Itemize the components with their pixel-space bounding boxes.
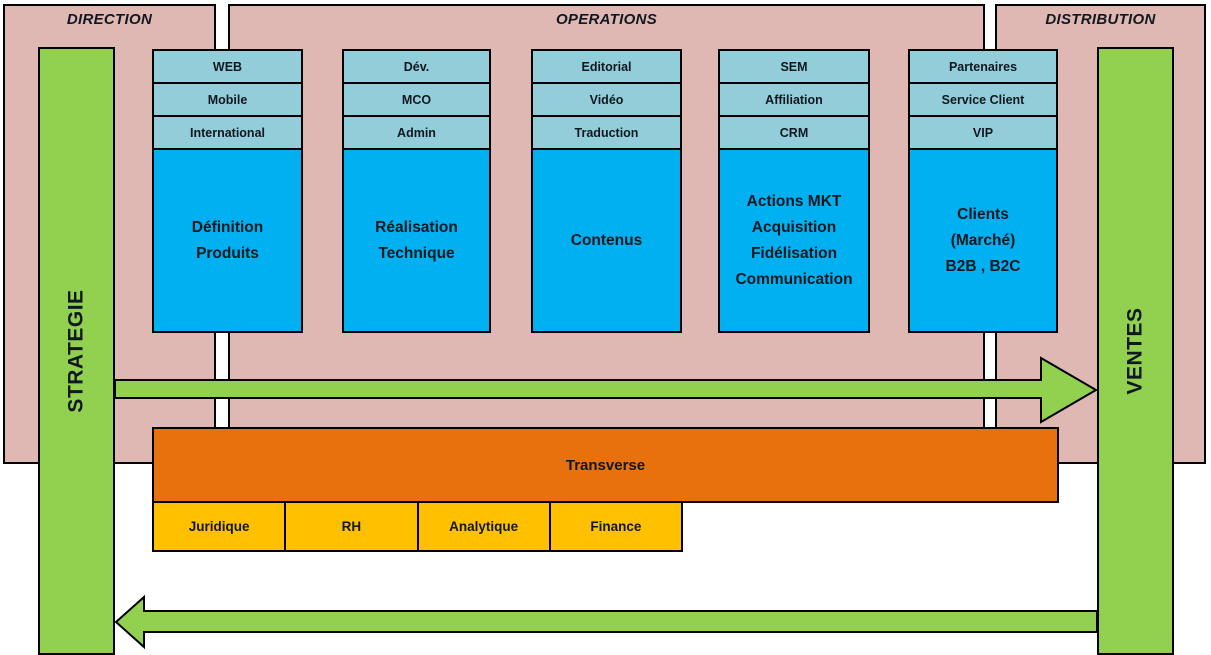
header-cell: Editorial — [531, 49, 682, 84]
header-cell: Dév. — [342, 49, 491, 84]
transverse-item-finance: Finance — [548, 501, 683, 552]
column-contenus: Editorial Vidéo Traduction Contenus — [531, 49, 682, 333]
left-flow-arrow — [114, 594, 1098, 650]
header-cell: CRM — [718, 115, 870, 150]
transverse-items-row: Juridique RH Analytique Finance — [152, 501, 683, 552]
transverse-bar: Transverse — [152, 427, 1059, 503]
header-cell: Traduction — [531, 115, 682, 150]
column-body: Contenus — [531, 148, 682, 333]
header-cell: Vidéo — [531, 82, 682, 117]
column-clients: Partenaires Service Client VIP Clients (… — [908, 49, 1058, 333]
panel-distribution-label: DISTRIBUTION — [1045, 11, 1156, 28]
transverse-item-analytique: Analytique — [416, 501, 551, 552]
ventes-bar: VENTES — [1097, 47, 1174, 655]
column-realisation-technique: Dév. MCO Admin Réalisation Technique — [342, 49, 491, 333]
header-cell: Affiliation — [718, 82, 870, 117]
panel-operations-label: OPERATIONS — [555, 11, 658, 28]
column-definition-produits: WEB Mobile International Définition Prod… — [152, 49, 303, 333]
header-cell: Mobile — [152, 82, 303, 117]
column-body: Définition Produits — [152, 148, 303, 333]
header-cell: WEB — [152, 49, 303, 84]
header-cell: Partenaires — [908, 49, 1058, 84]
transverse-label: Transverse — [565, 456, 646, 474]
header-cell: Service Client — [908, 82, 1058, 117]
strategie-bar: STRATEGIE — [38, 47, 115, 655]
panel-direction-label: DIRECTION — [66, 11, 153, 28]
transverse-item-juridique: Juridique — [152, 501, 287, 552]
column-body: Actions MKT Acquisition Fidélisation Com… — [718, 148, 870, 333]
header-cell: International — [152, 115, 303, 150]
column-actions-mkt: SEM Affiliation CRM Actions MKT Acquisit… — [718, 49, 870, 333]
header-cell: MCO — [342, 82, 491, 117]
header-cell: VIP — [908, 115, 1058, 150]
transverse-item-rh: RH — [284, 501, 419, 552]
header-cell: SEM — [718, 49, 870, 84]
strategie-label: STRATEGIE — [64, 289, 88, 413]
ventes-label: VENTES — [1123, 307, 1147, 395]
header-cell: Admin — [342, 115, 491, 150]
column-body: Clients (Marché) B2B , B2C — [908, 148, 1058, 333]
column-body: Réalisation Technique — [342, 148, 491, 333]
